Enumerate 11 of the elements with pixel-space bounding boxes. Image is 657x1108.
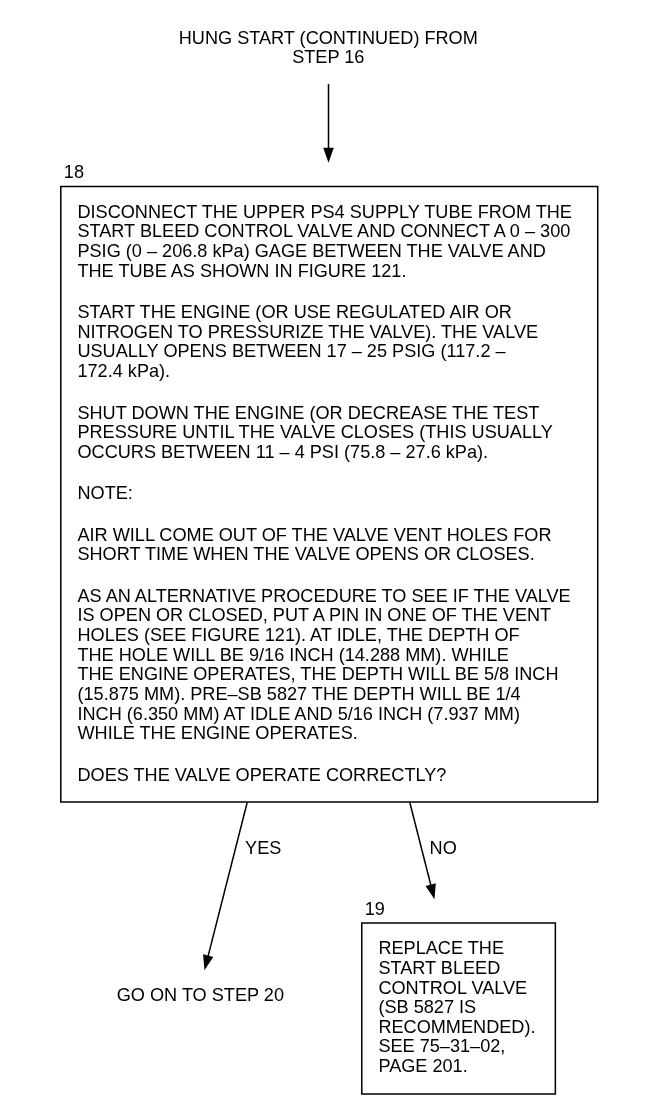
arrow: [203, 801, 248, 971]
edge-label: YES: [245, 838, 282, 859]
arrow: [323, 83, 334, 163]
node-text: GO ON TO STEP 20: [116, 985, 284, 1006]
node-box: REPLACE THE START BLEED CONTROL VALVE (SB 5827 IS RECOMMENDED). SEE 75–31–02, PAGE 201.: [361, 922, 557, 1095]
arrow: [409, 801, 436, 900]
node-label: 18: [63, 162, 84, 183]
node-box: DISCONNECT THE UPPER PS4 SUPPLY TUBE FROM THE START BLEED CONTROL VALVE AND CONNECT A 0 – 300 PSIG (0 – 206.8 kPa) GAGE BETWEEN THE VALVE AND THE TUBE AS SHOWN IN FIGURE 121. START THE ENGINE (OR USE REGULATED AIR OR NITROGEN TO PRESSURIZE THE VALVE). THE VALVE USUALLY OPENS BETWEEN 17 – 25 PSIG (117.2 – 172.4 kPa). SHUT DOWN THE ENGINE (OR DECREASE THE TEST PRESSURE UNTIL THE VALVE CLOSES (THIS USUALLY OCCURS BETWEEN 11 – 4 PSI (75.8 – 27.6 kPa). NOTE: AIR WILL COME OUT OF THE VALVE VENT HOLES FOR SHORT TIME WHEN THE VALVE OPENS OR CLOSES. AS AN ALTERNATIVE PROCEDURE TO SEE IF THE VALVE IS OPEN OR CLOSED, PUT A PIN IN ONE OF THE VENT HOLES (SEE FIGURE 121). AT IDLE, THE DEPTH OF THE HOLE WILL BE 9/16 INCH (14.288 MM). WHILE THE ENGINE OPERATES, THE DEPTH WILL BE 5/8 INCH (15.875 MM). PRE–SB 5827 THE DEPTH WILL BE 1/4 INCH (6.350 MM) AT IDLE AND 5/16 INCH (7.937 MM) WHILE THE ENGINE OPERATES. DOES THE VALVE OPERATE CORRECTLY?: [60, 185, 599, 803]
node-label: 19: [364, 898, 385, 919]
edge-label: NO: [429, 838, 457, 859]
node-text: HUNG START (CONTINUED) FROM STEP 16: [178, 27, 478, 68]
